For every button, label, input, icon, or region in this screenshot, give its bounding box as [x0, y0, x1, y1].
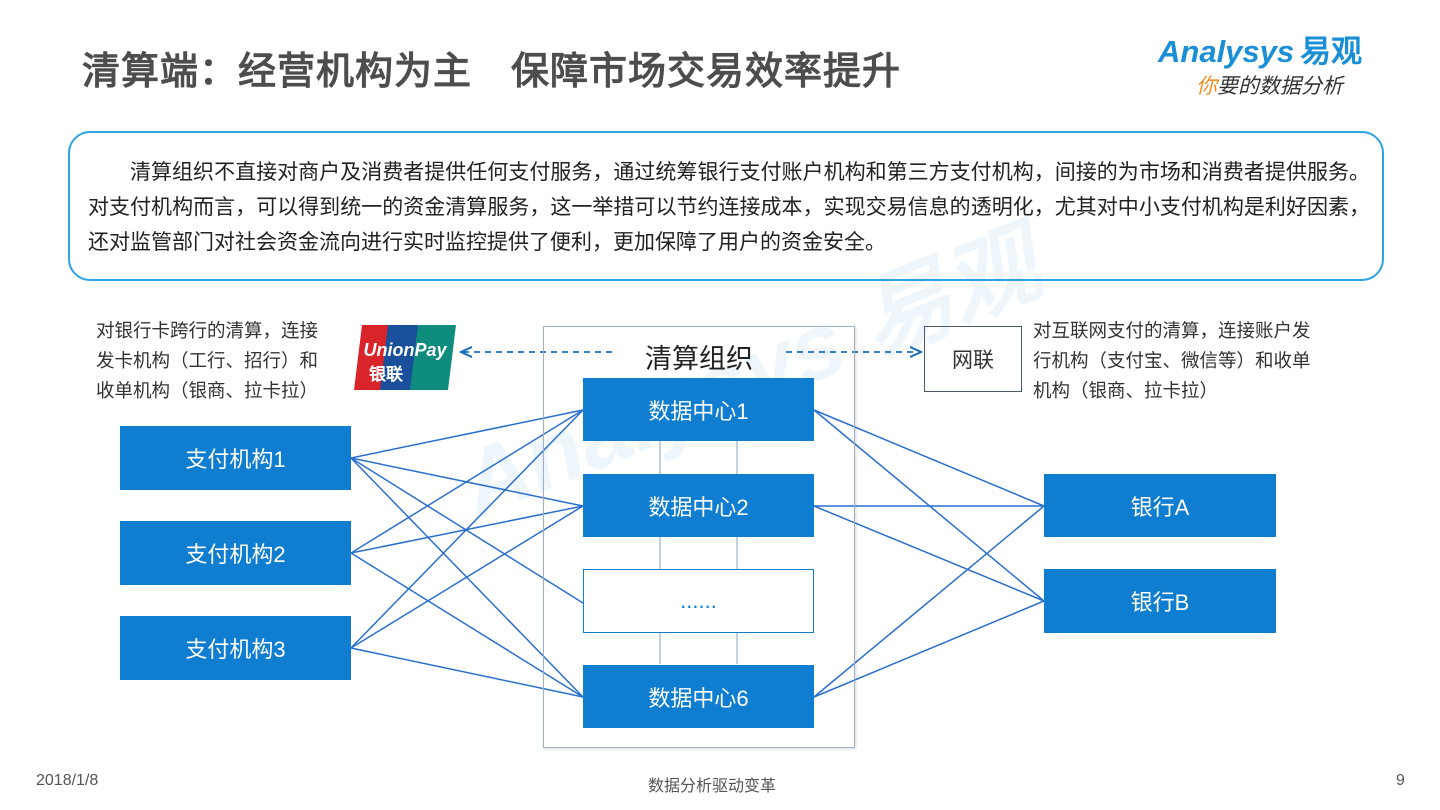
logo-cn: 易观	[1300, 34, 1363, 69]
footer-slogan: 数据分析驱动变革	[648, 778, 777, 795]
left-note-line: 发卡机构（工行、招行）和	[96, 350, 319, 371]
right-note-line: 对互联网支付的清算，连接账户发	[1033, 320, 1311, 341]
payment-institution-3: 支付机构3	[120, 616, 351, 680]
logo-tagline-first: 你	[1196, 75, 1217, 98]
intro-text: 清算组织不直接对商户及消费者提供任何支付服务，通过统筹银行支付账户机构和第三方支…	[88, 161, 1370, 254]
payment-institution-1: 支付机构1	[120, 426, 351, 490]
data-center-1: 数据中心1	[583, 378, 814, 441]
left-note-line: 对银行卡跨行的清算，连接	[96, 320, 319, 341]
data-center-2: 数据中心2	[583, 474, 814, 537]
clearing-organization-frame	[543, 326, 855, 748]
page-number: 9	[1396, 772, 1405, 789]
right-note: 对互联网支付的清算，连接账户发 行机构（支付宝、微信等）和收单 机构（银商、拉卡…	[1033, 316, 1311, 406]
left-note-line: 收单机构（银商、拉卡拉）	[96, 380, 319, 401]
logo-en: Analysys	[1158, 34, 1295, 69]
unionpay-logo: UnionPay 银联	[352, 321, 458, 394]
data-center-ellipsis: ......	[583, 569, 814, 633]
unionpay-en: UnionPay	[363, 340, 447, 360]
footer-date: 2018/1/8	[36, 772, 99, 789]
unionpay-cn: 银联	[369, 364, 403, 385]
clearing-organization-title: 清算组织	[645, 344, 753, 374]
payment-institution-2: 支付机构2	[120, 521, 351, 585]
data-center-6: 数据中心6	[583, 665, 814, 728]
netlink-box: 网联	[924, 326, 1022, 392]
left-note: 对银行卡跨行的清算，连接 发卡机构（工行、招行）和 收单机构（银商、拉卡拉）	[96, 316, 318, 406]
bank-b: 银行B	[1044, 569, 1276, 633]
right-note-line: 行机构（支付宝、微信等）和收单	[1033, 350, 1311, 371]
right-note-line: 机构（银商、拉卡拉）	[1033, 380, 1219, 401]
bank-a: 银行A	[1044, 474, 1276, 537]
page-title: 清算端：经营机构为主 保障市场交易效率提升	[82, 51, 902, 93]
intro-box: 清算组织不直接对商户及消费者提供任何支付服务，通过统筹银行支付账户机构和第三方支…	[68, 131, 1384, 281]
logo-tagline-rest: 要的数据分析	[1217, 75, 1343, 98]
